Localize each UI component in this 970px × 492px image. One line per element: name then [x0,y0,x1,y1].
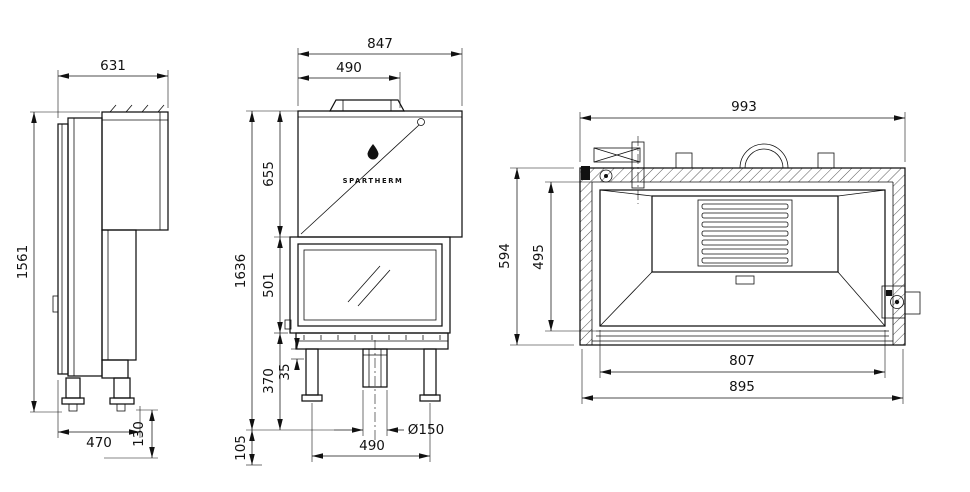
dim-side-bottom-depth: 470 [86,435,112,451]
dim-plan-inner-width: 807 [729,353,755,369]
side-mechanism [881,285,921,319]
dim-side-top-width: 631 [100,58,126,74]
side-view-dimensions: 631 1561 470 130 [15,58,169,459]
dim-front-offset: 35 [277,363,293,380]
dim-plan-total-depth: 594 [497,243,513,269]
side-view: 631 1561 470 130 [15,58,169,459]
front-view-dimensions: 847 490 655 501 370 1636 105 35 [233,36,463,466]
plan-view-dimensions: 993 594 495 807 895 [497,99,906,404]
dim-plan-total-width: 993 [731,99,757,115]
vent-grille [697,199,793,267]
spartherm-logo: SPARTHERM [343,144,404,185]
side-view-outline [52,104,169,412]
dim-front-total-height: 1636 [233,254,249,288]
dim-front-flue-offset: 490 [336,60,362,76]
dim-side-total-height: 1561 [15,245,31,279]
flame-icon [367,144,379,160]
dim-front-leg-height: 105 [233,435,249,461]
dim-front-hood-height: 655 [261,161,277,187]
brand-text: SPARTHERM [343,177,404,185]
flue-collar-plan [739,143,789,169]
plan-view-outline [579,136,921,346]
dim-front-door-height: 501 [261,272,277,298]
door-lift-mechanism [581,136,645,204]
front-view-outline: SPARTHERM [284,99,463,444]
dim-front-base-height: 370 [261,368,277,394]
dim-front-leg-spacing: 490 [359,438,385,454]
dim-front-flue-diameter: Ø150 [408,422,444,438]
plan-view: 993 594 495 807 895 [497,99,921,404]
dim-front-total-width: 847 [367,36,393,52]
dim-side-foot-height: 130 [131,421,147,447]
dim-plan-outer-width: 895 [729,379,755,395]
dim-plan-inner-depth: 495 [531,244,547,270]
front-view: SPARTHERM [233,36,463,466]
